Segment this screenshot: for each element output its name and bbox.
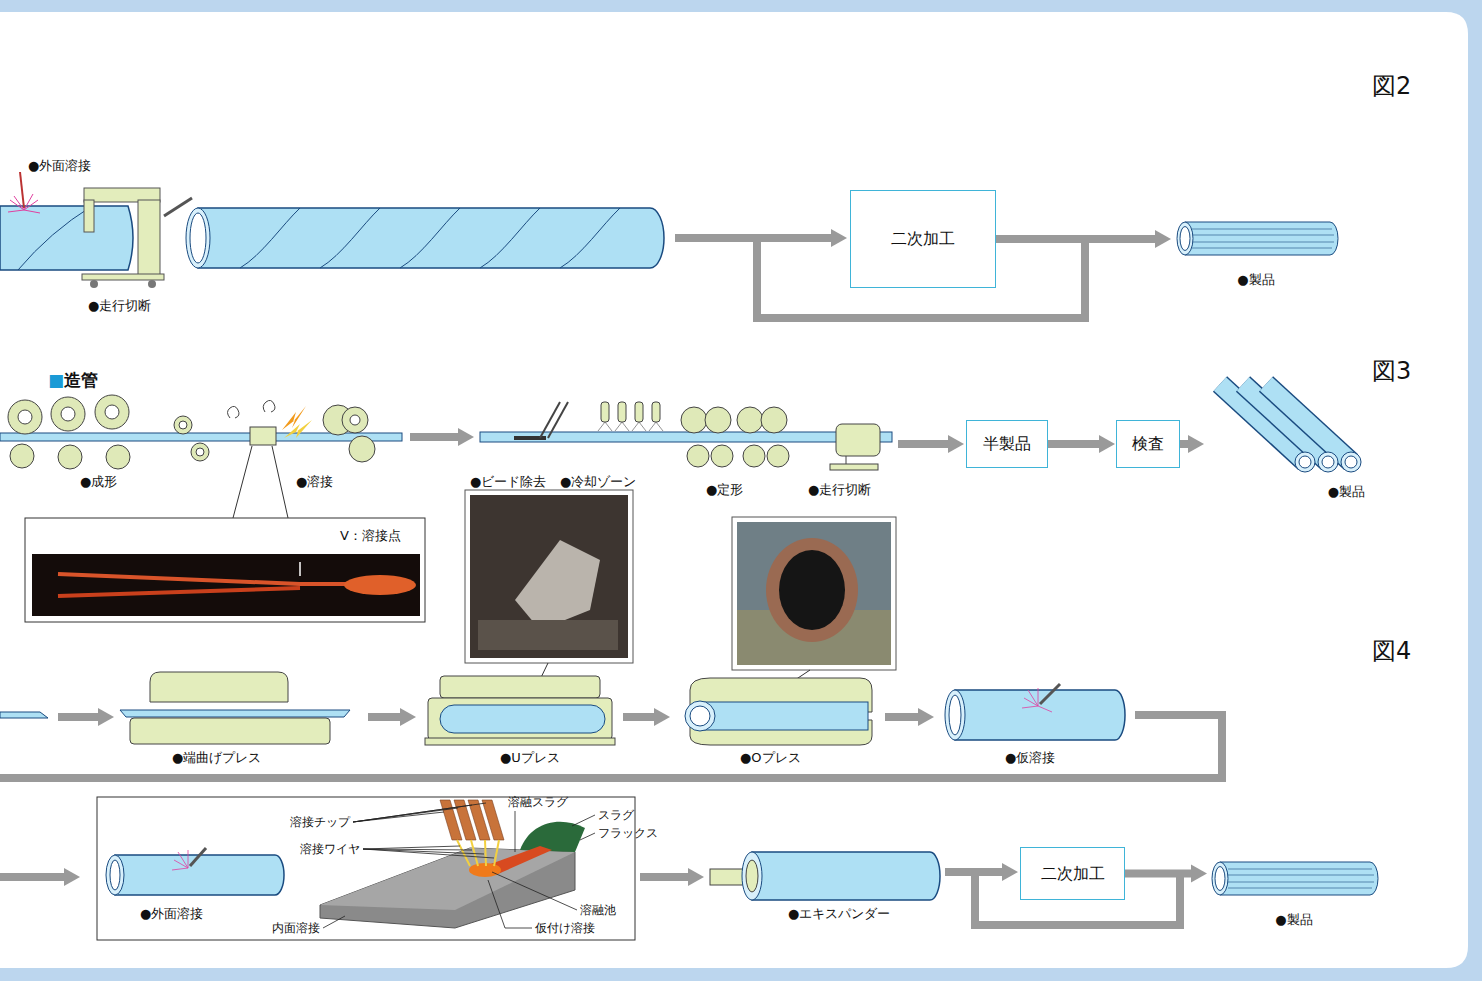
step-label: ●外面溶接	[28, 158, 91, 174]
flow-arrow	[1048, 435, 1115, 453]
flow-arrow	[1180, 435, 1204, 453]
step-label: ●冷却ゾーン	[560, 474, 636, 490]
part-label: 溶融スラグ	[508, 795, 568, 809]
product-label: ●製品	[1237, 272, 1274, 288]
part-label: 仮付け溶接	[535, 921, 595, 935]
step-label: ●ビード除去	[470, 474, 546, 490]
part-label: 内面溶接	[272, 921, 320, 935]
step-label: ●仮溶接	[1005, 750, 1055, 766]
process-box: 二次加工	[850, 190, 996, 288]
step-label: ●Uプレス	[500, 750, 560, 766]
process-box: 検査	[1116, 420, 1180, 468]
product: ●製品	[1172, 218, 1340, 288]
box-text: 検査	[1132, 434, 1164, 453]
step-label: ●端曲げプレス	[172, 750, 261, 766]
step-label: ●走行切断	[88, 298, 151, 314]
box-text: 二次加工	[1041, 864, 1105, 883]
step-label: ●外面溶接	[140, 906, 203, 922]
step-label: ●エキスパンダー	[788, 906, 890, 922]
product: ●製品	[1208, 858, 1380, 928]
step-label: ●溶接	[296, 474, 333, 490]
flow-arrow	[1125, 865, 1207, 883]
part-label: フラックス	[598, 826, 658, 840]
step-label: ●定形	[706, 482, 743, 498]
part-label: 溶融池	[580, 903, 616, 917]
process-box: 二次加工	[1020, 847, 1125, 900]
process-box: 半製品	[966, 420, 1048, 468]
box-text: 半製品	[983, 434, 1031, 453]
figure-number: 図4	[1372, 637, 1411, 666]
step-label: ●Oプレス	[740, 750, 801, 766]
section-title: ■造管	[48, 370, 98, 390]
step-label: ●成形	[80, 474, 117, 490]
box-text: 二次加工	[891, 229, 955, 248]
figure-number: 図3	[1372, 357, 1411, 386]
product-label: ●製品	[1275, 912, 1312, 928]
callout-label: V：溶接点	[340, 528, 401, 544]
product-label: ●製品	[1328, 484, 1365, 500]
part-label: スラグ	[598, 808, 634, 822]
product: ●製品	[1205, 380, 1365, 500]
part-label: 溶接チップ	[290, 815, 350, 829]
figure-number: 図2	[1372, 72, 1411, 101]
flow-arrow	[996, 230, 1171, 248]
step-label: ●走行切断	[808, 482, 871, 498]
part-label: 溶接ワイヤ	[300, 842, 360, 856]
